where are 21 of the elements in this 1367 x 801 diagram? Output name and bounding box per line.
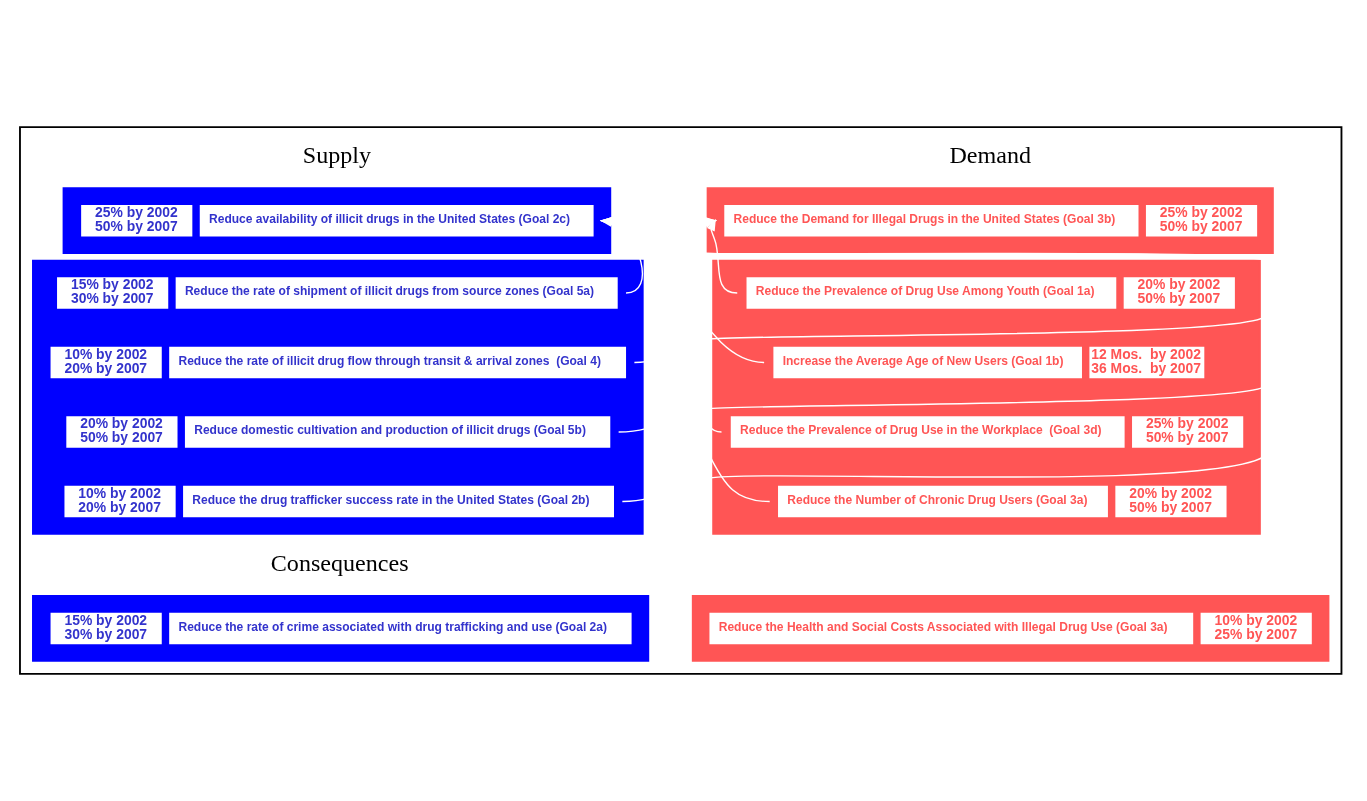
node-label: 25% by 2002 bbox=[95, 204, 178, 221]
node-label: 15% by 2002 bbox=[70, 276, 154, 293]
node-label: 15% by 2002 bbox=[64, 611, 148, 628]
node-label: 25% by 2002 bbox=[1159, 204, 1243, 221]
label: Demand bbox=[949, 142, 1032, 169]
cluster bbox=[32, 259, 644, 535]
cluster bbox=[32, 595, 650, 662]
cluster bbox=[19, 126, 1343, 675]
cluster bbox=[691, 595, 1330, 662]
node-label: 12 Mos. by 2002 bbox=[1091, 345, 1201, 362]
label: Consequences bbox=[270, 549, 409, 576]
arrow bbox=[707, 218, 738, 294]
node-label: 20% by 2002 bbox=[1129, 484, 1212, 501]
label: Supply bbox=[302, 142, 372, 169]
node-label: 10% by 2002 bbox=[78, 484, 161, 501]
node-label: 20% by 2002 bbox=[1137, 276, 1221, 293]
cluster bbox=[712, 259, 1261, 535]
node-label: 10% by 2002 bbox=[64, 345, 148, 362]
node-label: 20% by 2002 bbox=[80, 415, 163, 432]
node-label: 10% by 2002 bbox=[1214, 611, 1298, 628]
node-label: 25% by 2002 bbox=[1145, 415, 1229, 432]
